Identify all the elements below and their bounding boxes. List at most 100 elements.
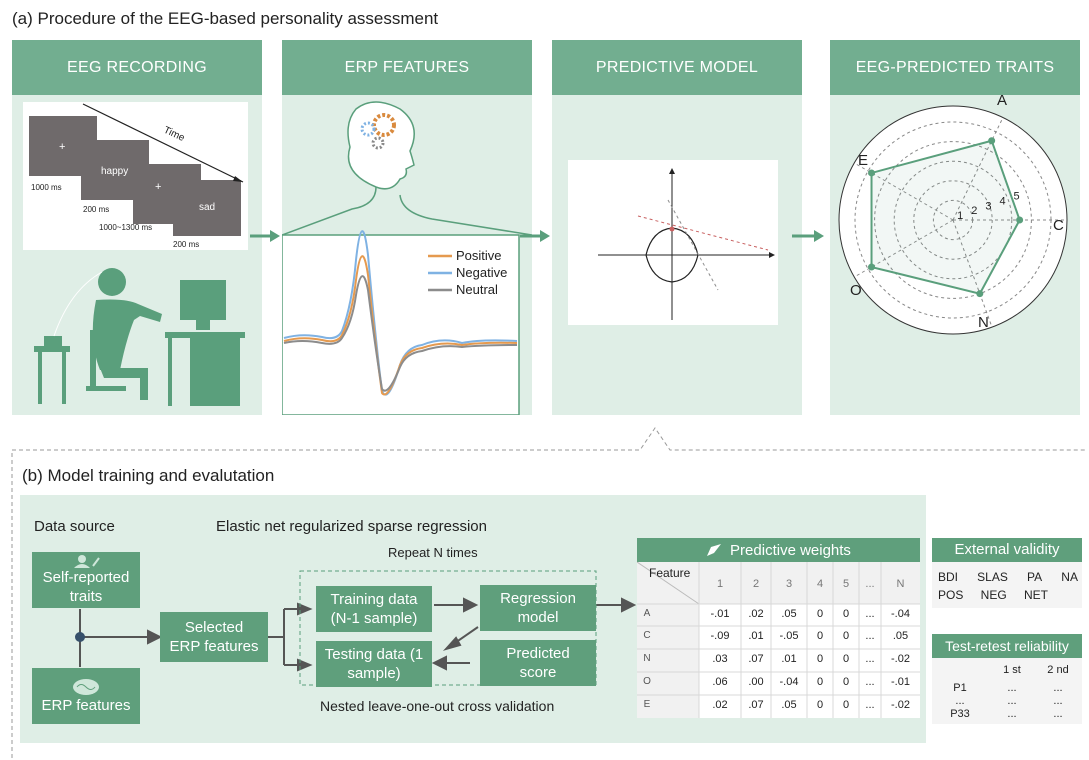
data-source-label: Data source (34, 518, 115, 535)
predicted-score-box: Predicted score (480, 640, 596, 686)
radar-ring-label: 2 (971, 205, 977, 217)
weights-cell: -.01 (891, 676, 910, 688)
radar-point (988, 137, 996, 145)
weights-cell: ... (865, 608, 875, 620)
panel-eeg-recording: EEG RECORDING + 1000 ms happy 200 ms + 1… (12, 40, 262, 415)
weights-cell: ... (865, 676, 875, 688)
testing-data-label: Testing data (1 sample) (324, 646, 424, 682)
weights-cell: .01 (748, 630, 764, 642)
erp-features-box: ERP features (32, 668, 140, 724)
stimulus-sequence: + 1000 ms happy 200 ms + 1000~1300 ms sa… (23, 102, 248, 250)
person-icon (74, 555, 100, 568)
ev-neg: NEG (980, 588, 1007, 602)
stimulus-word-happy: happy (101, 166, 128, 177)
weights-cell: -.01 (710, 608, 730, 620)
ev-bdi: BDI (938, 570, 959, 584)
weights-column-header: 1 (716, 578, 724, 590)
weights-column-header: N (896, 578, 905, 590)
radar-axis-label: O (850, 282, 862, 299)
brain-icon (73, 678, 99, 695)
arrow-1 (250, 230, 280, 242)
panel-predictive-model: PREDICTIVE MODEL (552, 40, 802, 415)
weights-cell: 0 (842, 676, 850, 688)
weights-cell: .05 (892, 630, 909, 642)
radar-point (976, 290, 984, 298)
weights-cell: 0 (816, 653, 824, 665)
weights-cell: ... (865, 653, 875, 665)
pen-icon (707, 544, 722, 556)
radar-ring (893, 160, 1013, 280)
weights-cell: -.09 (710, 630, 730, 642)
participant-at-computer-illustration (34, 268, 245, 406)
gear-icon-grey (371, 136, 385, 150)
selected-erp-features-label: Selected ERP features (169, 619, 259, 655)
external-validity-table: External validity BDI SLAS PA NA POS NEG… (932, 538, 1082, 608)
panel-erp-features: ERP FEATURES Positive Negative Neutral (282, 40, 532, 415)
flow-connectors (75, 570, 637, 686)
legend-neutral: Neutral (456, 282, 498, 297)
weights-cell: -.04 (891, 608, 910, 620)
testing-data-box: Testing data (1 sample) (316, 641, 432, 687)
weights-row-label: O (643, 676, 651, 687)
time-arrow (82, 103, 244, 183)
retest-cell: ... (1007, 695, 1017, 707)
weights-cell: 0 (816, 608, 824, 620)
radar-ring-label: 3 (985, 200, 991, 212)
radar-axis-label: A (997, 95, 1007, 109)
wave-neutral (283, 275, 518, 392)
radar-ring-label: 5 (1014, 191, 1020, 203)
ev-pos: POS (938, 588, 964, 602)
retest-cell: P33 (950, 708, 970, 720)
radar-point (868, 169, 876, 177)
self-reported-traits-box: Self-reported traits (32, 552, 140, 608)
predictive-weights-header: Predictive weights (637, 538, 920, 562)
duration-2: 200 ms (83, 205, 109, 214)
weights-row-label: C (643, 630, 651, 641)
weights-cell: .05 (781, 608, 797, 620)
retest-column-header: 1 st (1003, 664, 1021, 676)
training-data-box: Training data (N-1 sample) (316, 586, 432, 632)
ev-net: NET (1023, 588, 1048, 602)
weights-cell: .07 (748, 653, 764, 665)
loocv-label: Nested leave-one-out cross validation (320, 698, 555, 714)
duration-4: 200 ms (173, 240, 199, 249)
external-validity-row-1: BDI SLAS PA NA (938, 570, 1078, 584)
weights-cell: 0 (842, 699, 850, 711)
erp-plot-frame (282, 234, 520, 415)
wave-negative (283, 230, 518, 396)
fixation-cross-2: + (155, 181, 161, 193)
weights-cell: -.05 (779, 630, 799, 642)
radar-ring (913, 180, 993, 260)
gear-icon-small (360, 121, 376, 137)
erp-waveform-figure: Positive Negative Neutral (282, 101, 532, 415)
retest-cell: ... (1007, 708, 1017, 720)
section-a-title: (a) Procedure of the EEG-based personali… (12, 9, 439, 28)
retest-cell: ... (1053, 682, 1063, 694)
ev-pa: PA (1027, 570, 1043, 584)
weights-corner-label: Feature (649, 566, 691, 580)
legend-negative: Negative (456, 265, 507, 280)
test-retest-header: Test-retest reliability (932, 634, 1082, 658)
section-b-frame (11, 427, 1086, 758)
weights-cell: .02 (748, 608, 764, 620)
regression-model-label: Regression model (500, 590, 576, 626)
elastic-net-illustration (568, 160, 778, 325)
radar-ring-label: 1 (957, 210, 963, 222)
weights-cell: .03 (712, 653, 728, 665)
weights-cell: .02 (712, 699, 728, 711)
fixation-cross-1: + (59, 141, 65, 153)
head-outline (347, 101, 415, 190)
weights-grid (637, 562, 920, 718)
weights-cell: .06 (712, 676, 728, 688)
training-data-label: Training data (N-1 sample) (330, 591, 418, 627)
self-reported-traits-label: Self-reported traits (42, 569, 130, 605)
weights-column-header: 2 (752, 578, 760, 590)
repeat-label: Repeat N times (388, 545, 478, 560)
ev-na: NA (1061, 570, 1078, 584)
duration-3: 1000~1300 ms (99, 223, 152, 232)
weights-cell: -.02 (891, 653, 910, 665)
regression-title: Elastic net regularized sparse regressio… (216, 518, 487, 535)
